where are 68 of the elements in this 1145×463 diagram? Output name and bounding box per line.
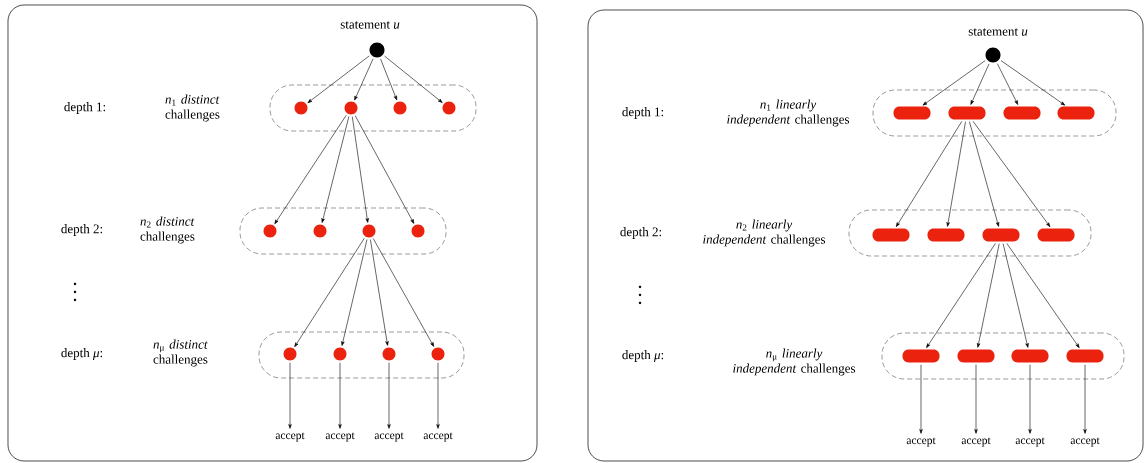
challenge-bar bbox=[893, 106, 931, 120]
accept-label: accept bbox=[275, 432, 305, 442]
accept-label: accept bbox=[1015, 437, 1045, 447]
group-label: n$_{2}$ linearly independent challenges bbox=[703, 219, 826, 247]
depth-label: depth 1: bbox=[622, 107, 664, 119]
challenge-bar bbox=[1003, 106, 1041, 120]
arrow bbox=[354, 115, 415, 224]
arrow bbox=[1006, 243, 1080, 348]
depth-label: depth μ: bbox=[61, 348, 103, 360]
arrow bbox=[436, 362, 440, 429]
accept-label: accept bbox=[1070, 437, 1100, 447]
arrow bbox=[307, 55, 370, 104]
challenge-bar bbox=[948, 106, 986, 120]
challenge-bar bbox=[902, 349, 940, 363]
panel-frame bbox=[587, 9, 1144, 462]
challenge-bar bbox=[1057, 106, 1095, 120]
group-label: n$_{1}$ linearly independent challenges bbox=[727, 99, 850, 127]
arrow bbox=[1083, 364, 1087, 434]
accept-label: accept bbox=[961, 437, 991, 447]
arrow bbox=[372, 238, 435, 347]
arrow bbox=[922, 60, 986, 106]
arrow bbox=[351, 116, 369, 223]
accept-label: accept bbox=[325, 432, 355, 442]
arrow bbox=[341, 239, 368, 346]
arrow bbox=[919, 364, 923, 434]
arrow bbox=[972, 121, 1051, 228]
group-label: n$_{2}$ distinct challenges bbox=[140, 216, 195, 244]
statement-label: statement u bbox=[340, 21, 400, 29]
arrow bbox=[354, 58, 374, 101]
arrow bbox=[338, 362, 342, 429]
arrow bbox=[288, 362, 292, 429]
arrow bbox=[384, 55, 443, 103]
challenge-bar bbox=[1066, 349, 1104, 363]
arrow bbox=[274, 114, 347, 225]
challenge-bar bbox=[982, 228, 1020, 242]
accept-label: accept bbox=[906, 437, 936, 447]
arrow bbox=[294, 238, 365, 348]
arrow bbox=[380, 58, 398, 101]
statement-label: statement u bbox=[968, 28, 1028, 36]
arrow bbox=[387, 362, 391, 429]
arrow bbox=[1002, 243, 1029, 348]
arrow bbox=[895, 121, 963, 227]
challenge-bar bbox=[1011, 349, 1049, 363]
challenge-bar bbox=[927, 228, 965, 242]
arrow bbox=[974, 364, 978, 434]
arrow bbox=[997, 63, 1019, 105]
arrow bbox=[970, 63, 990, 105]
group-label: n$_{1}$ distinct challenges bbox=[165, 94, 220, 122]
arrow bbox=[321, 116, 350, 223]
challenge-bar bbox=[1037, 228, 1075, 242]
challenge-bar bbox=[872, 228, 910, 242]
depth-label: depth 2: bbox=[61, 224, 103, 236]
group-label: n$_{μ}$ distinct challenges bbox=[153, 339, 208, 367]
challenge-bar bbox=[957, 349, 995, 363]
depth-label: depth μ: bbox=[622, 350, 664, 362]
arrow bbox=[1000, 60, 1066, 106]
panel-frame bbox=[7, 4, 538, 462]
arrow bbox=[946, 121, 966, 227]
arrow bbox=[926, 243, 996, 348]
accept-label: accept bbox=[423, 432, 453, 442]
accept-label: accept bbox=[374, 432, 404, 442]
arrow bbox=[1028, 364, 1032, 434]
arrow bbox=[370, 239, 389, 346]
depth-label: depth 2: bbox=[620, 227, 662, 239]
arrow bbox=[977, 243, 1000, 348]
depth-label: depth 1: bbox=[64, 102, 106, 114]
group-label: n$_{μ}$ linearly independent challenges bbox=[733, 348, 856, 376]
arrow bbox=[969, 121, 1000, 227]
